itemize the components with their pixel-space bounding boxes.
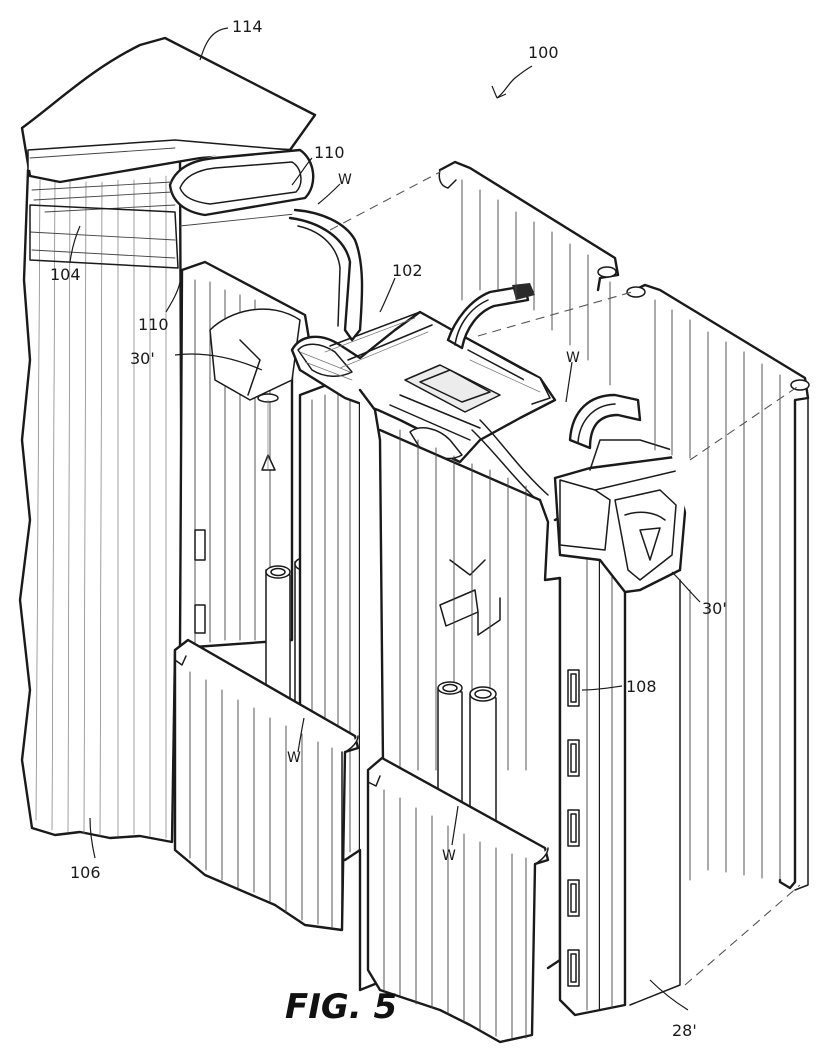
ref-28: 28' (672, 1021, 697, 1040)
leader-lines (69, 27, 701, 1011)
slot-openings (567, 669, 580, 987)
right-slotted-post-108 (553, 439, 693, 1017)
figure-caption: FIG. 5 (285, 987, 397, 1027)
far-right-panel-28 (626, 283, 810, 1006)
connector-102 (290, 310, 557, 464)
ref-108: 108 (626, 677, 657, 696)
ref-w-right: W (566, 350, 580, 366)
ref-110-top: 110 (314, 143, 345, 162)
front-lower-panel-left (173, 638, 360, 932)
front-lower-panel-right (366, 756, 550, 1044)
ref-114: 114 (232, 17, 263, 36)
wire-harness (288, 208, 642, 506)
left-wall-panel-106 (18, 158, 184, 844)
phantom-outline-lines (329, 171, 801, 986)
ref-110-left: 110 (138, 315, 169, 334)
ref-104: 104 (50, 265, 81, 284)
ref-30-left: 30' (130, 349, 155, 368)
left-post-assembly (178, 260, 323, 733)
ref-30-right: 30' (702, 599, 727, 618)
ref-w-center-lower: W (442, 848, 456, 864)
ref-100: 100 (528, 43, 559, 62)
ref-w-top: W (338, 172, 352, 188)
ref-102: 102 (392, 261, 423, 280)
ref-106: 106 (70, 863, 101, 882)
ref-w-left-lower: W (287, 750, 301, 766)
top-rail-114 (20, 36, 317, 269)
reference-numerals: 100 114 110 104 110 30' 102 30' 108 106 … (50, 17, 727, 1040)
